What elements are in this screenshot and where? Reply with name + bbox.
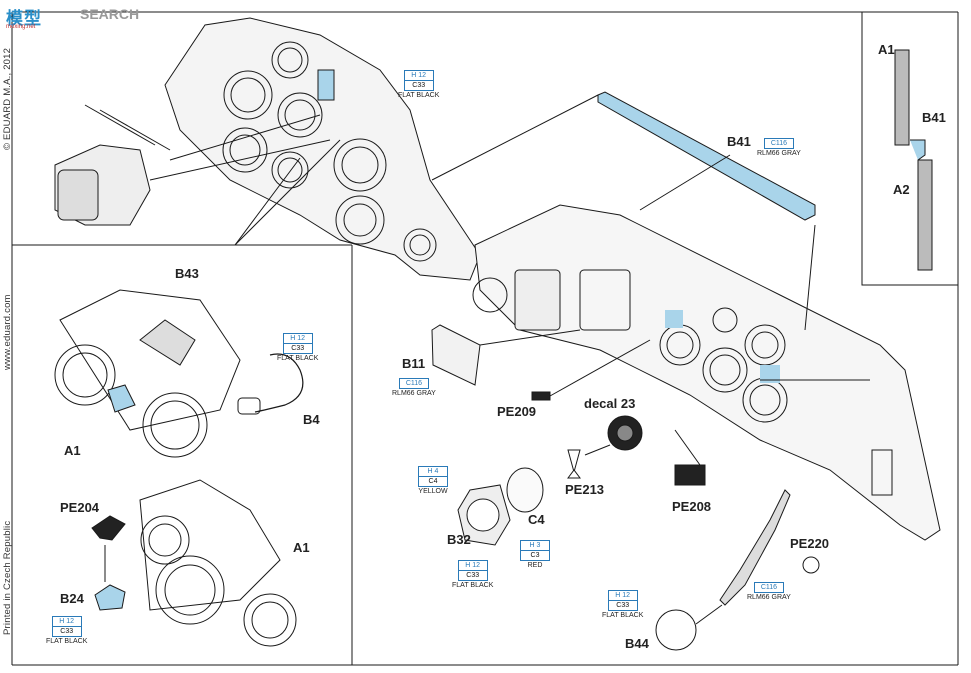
color-callout-b24: H 12 C33 FLAT BLACK	[46, 616, 88, 645]
b11-plate	[431, 324, 481, 386]
color-callout-b32-black: H 12 C33 FLAT BLACK	[452, 560, 494, 589]
color-callout-b32-red: H 3 C3 RED	[520, 540, 550, 569]
color-callout-top-panel: H 12 C33 FLAT BLACK	[398, 70, 440, 99]
part-label-c4: C4	[528, 512, 545, 527]
b41-bar	[597, 91, 816, 221]
part-label-a1-top: A1	[878, 42, 895, 57]
part-label-b32: B32	[447, 532, 471, 547]
part-label-b41-side: B41	[922, 110, 946, 125]
part-label-decal23: decal 23	[584, 396, 636, 411]
part-label-b24: B24	[60, 591, 84, 606]
color-callout-b4: H 12 C33 FLAT BLACK	[277, 333, 319, 362]
color-callout-b44: H 12 C33 FLAT BLACK	[602, 590, 644, 619]
part-label-b4: B4	[303, 412, 320, 427]
part-label-pe220: PE220	[790, 536, 830, 551]
watermark-search: SEARCH	[80, 6, 140, 22]
color-callout-b32-yellow: H 4 C4 YELLOW	[418, 466, 448, 495]
pe220-strip	[719, 489, 791, 606]
color-callout-b11: C116 RLM66 GRAY	[392, 378, 436, 397]
part-label-a1-left: A1	[64, 443, 81, 458]
part-label-pe213: PE213	[565, 482, 605, 497]
color-callout-b41: C116 RLM66 GRAY	[757, 138, 801, 157]
copyright-text: © EDUARD M.A., 2012	[2, 47, 13, 150]
part-label-a1-bottom: A1	[293, 540, 310, 555]
part-label-pe204: PE204	[60, 500, 100, 515]
main-instrument-panel	[474, 204, 941, 541]
top-instrument-panel	[164, 17, 481, 281]
part-label-a2: A2	[893, 182, 910, 197]
printed-text: Printed in Czech Republic	[2, 520, 13, 635]
part-label-b44: B44	[625, 636, 649, 651]
color-callout-pe220: C116 RLM66 GRAY	[747, 582, 791, 601]
part-label-b41: B41	[727, 134, 751, 149]
watermark-url: moxing.net	[6, 24, 36, 30]
watermark-logo: 模型	[6, 9, 42, 28]
part-label-b43: B43	[175, 266, 199, 281]
website-text: www.eduard.com	[2, 294, 13, 370]
part-label-pe209: PE209	[497, 404, 537, 419]
part-label-b11: B11	[402, 356, 426, 371]
part-label-pe208: PE208	[672, 499, 712, 514]
